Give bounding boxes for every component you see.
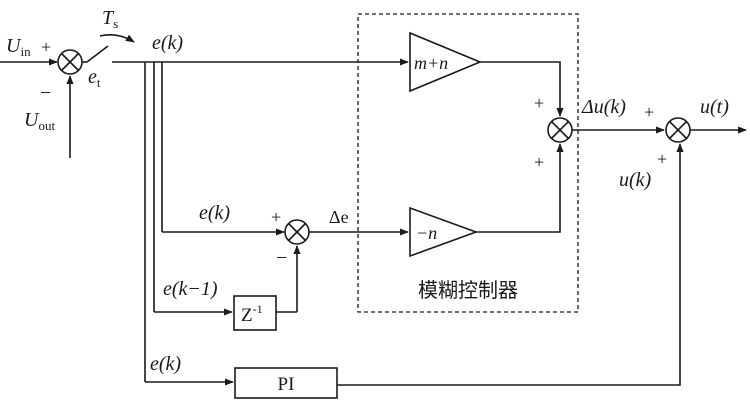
sum3-plus-top: +	[534, 93, 544, 113]
pi-out-line	[337, 143, 684, 386]
gain-bottom-triangle	[409, 206, 479, 258]
u-out-label: Uout	[24, 109, 55, 133]
sampler-arrow	[99, 34, 135, 43]
gain-bottom-out	[476, 143, 564, 233]
e-k-minus1-label: e(k−1)	[163, 278, 218, 300]
et-label: et	[88, 66, 101, 90]
sum1-minus-sign: −	[40, 82, 51, 104]
e-k-bottom-label: e(k)	[150, 353, 181, 375]
sum4-plus-bottom: +	[657, 149, 667, 169]
pi-label: PI	[278, 374, 295, 395]
sum-junction-2	[284, 219, 310, 245]
sum1-plus-sign: +	[41, 37, 51, 57]
delay-label: Z-1	[241, 302, 263, 326]
sampler-switch	[86, 45, 109, 63]
sum4-plus-left: +	[644, 102, 654, 122]
sum2-minus-sign: −	[276, 247, 287, 269]
delay-block	[233, 295, 277, 331]
gain-bottom-label: −n	[416, 223, 437, 243]
sum-junction-3	[547, 117, 573, 143]
sum-junction-4	[665, 117, 691, 143]
u-t-label: u(t)	[700, 96, 729, 118]
sum-junction-1	[57, 49, 83, 75]
e-k-mid-label: e(k)	[199, 202, 230, 224]
e-k-top-label: e(k)	[152, 32, 183, 54]
gain-top-triangle	[409, 31, 483, 93]
pi-block	[234, 367, 338, 399]
delta-u-label: Δu(k)	[581, 96, 626, 118]
gain-top-label: m+n	[414, 53, 448, 73]
sum2-plus-sign: +	[271, 207, 281, 227]
u-k-label: u(k)	[619, 169, 652, 191]
delta-e-label: Δe	[329, 207, 349, 227]
ts-label: Ts	[102, 7, 118, 31]
u-in-label: Uin	[6, 35, 31, 59]
gain-top-out	[480, 61, 564, 117]
fuzzy-controller-label: 模糊控制器	[418, 278, 518, 302]
sum3-plus-bottom: +	[534, 152, 544, 172]
